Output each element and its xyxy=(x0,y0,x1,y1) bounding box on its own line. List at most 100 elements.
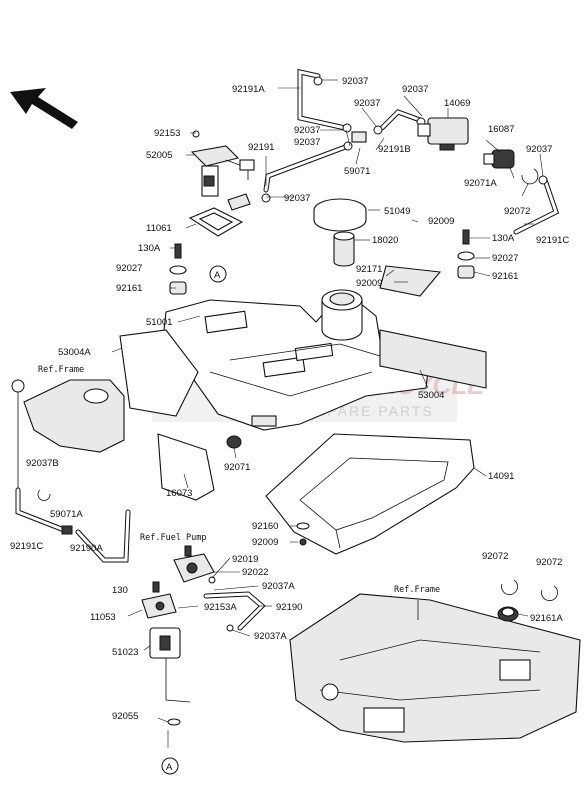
bushing-92161A xyxy=(497,606,519,622)
callout-92071: 92071 xyxy=(224,462,250,473)
callout-130A-right: 130A xyxy=(492,233,515,244)
callout-92191C-upper: 92191C xyxy=(536,235,569,246)
watermark-subtitle: SPARE PARTS xyxy=(316,403,434,419)
fuel-cock-51023 xyxy=(149,627,191,703)
vent-hose-92191C xyxy=(513,177,560,235)
callout-11061: 11061 xyxy=(146,223,172,234)
pad-53004 xyxy=(379,329,487,389)
callout-92037-b: 92037 xyxy=(294,125,320,136)
callout-92055: 92055 xyxy=(112,711,138,722)
marker-a-bottom-label: A xyxy=(166,762,173,773)
cover-16073 xyxy=(157,433,215,501)
mount-right xyxy=(457,229,475,279)
callout-92072-right: 92072 xyxy=(536,557,562,568)
callout-18020: 18020 xyxy=(372,235,398,246)
callout-92037A-upper: 92037A xyxy=(262,581,295,592)
filler-strainer-18020 xyxy=(333,231,355,267)
bracket-11053 xyxy=(141,593,177,619)
callout-92037-c: 92037 xyxy=(354,98,380,109)
callout-92009-b: 92009 xyxy=(356,278,382,289)
callout-92161-left: 92161 xyxy=(116,283,142,294)
callout-92019: 92019 xyxy=(232,554,258,565)
callout-92037-e: 92037 xyxy=(402,84,428,95)
clip-92019 xyxy=(208,576,216,584)
clip-92037A-lower xyxy=(226,624,234,632)
callout-92191C-lower: 92191C xyxy=(10,541,43,552)
vent-hose-92191B xyxy=(379,109,423,131)
callout-92190: 92190 xyxy=(276,602,302,613)
fuel-pump-52005 xyxy=(190,145,255,211)
callout-59071: 59071 xyxy=(344,166,370,177)
bracket-92171 xyxy=(379,265,442,297)
callout-92153A: 92153A xyxy=(204,602,237,613)
callout-92037-g: 92037 xyxy=(526,144,552,155)
hose-92191C-lower xyxy=(15,487,67,533)
callout-92161A: 92161A xyxy=(530,613,563,624)
callout-92037-a: 92037 xyxy=(342,76,368,87)
bolt-92153 xyxy=(192,130,200,138)
callout-51001: 51001 xyxy=(146,317,172,328)
front-direction-arrow-icon xyxy=(10,88,78,129)
tray-14091 xyxy=(265,433,475,555)
callout-92190A: 92190A xyxy=(70,543,103,554)
callout-92027-right: 92027 xyxy=(492,253,518,264)
callout-92072-mid: 92072 xyxy=(482,551,508,562)
clip-92037B xyxy=(37,489,51,501)
ref-fuel-pump: Ref.Fuel Pump xyxy=(140,533,207,543)
joint-59071 xyxy=(351,131,367,143)
callout-92037-d: 92037 xyxy=(294,137,320,148)
callout-92009-c: 92009 xyxy=(252,537,278,548)
filler-neck xyxy=(321,289,363,341)
callout-92072-upper: 92072 xyxy=(504,206,530,217)
leader-lines xyxy=(111,79,544,748)
reference-labels: Ref.Frame Ref.Fuel Pump Ref.Frame xyxy=(38,365,440,595)
grommet-92071 xyxy=(226,435,242,449)
callout-130A-left: 130A xyxy=(138,243,161,254)
valve-14069 xyxy=(417,117,469,151)
frame-right xyxy=(289,593,581,743)
fuel-tank-51001 xyxy=(163,299,431,431)
callout-92027-left: 92027 xyxy=(116,263,142,274)
callout-51049: 51049 xyxy=(384,206,410,217)
gasket-11061 xyxy=(188,207,244,237)
callout-92191A: 92191A xyxy=(232,84,265,95)
vent-hose-92191 xyxy=(263,143,351,193)
marker-a-top: A xyxy=(209,265,227,283)
washer-92055 xyxy=(167,718,181,726)
hose-92190 xyxy=(203,591,266,631)
callout-92037A-lower: 92037A xyxy=(254,631,287,642)
callout-52005: 52005 xyxy=(146,150,172,161)
callout-92171: 92171 xyxy=(356,264,382,275)
joint-59071A xyxy=(61,525,73,535)
callout-92160: 92160 xyxy=(252,521,278,532)
callout-11053: 11053 xyxy=(90,612,116,623)
callout-labels: 92191A 92037 92037 92037 14069 92153 920… xyxy=(10,76,569,722)
filter-16087 xyxy=(483,149,515,169)
callout-59071A: 59071A xyxy=(50,509,83,520)
mount-left xyxy=(169,243,187,295)
callout-53004A: 53004A xyxy=(58,347,91,358)
callout-51023: 51023 xyxy=(112,647,138,658)
callout-92071A: 92071A xyxy=(464,178,497,189)
callout-92022: 92022 xyxy=(242,567,268,578)
callout-92037B: 92037B xyxy=(26,458,59,469)
callout-16073: 16073 xyxy=(166,488,192,499)
ref-frame-top: Ref.Frame xyxy=(38,365,84,375)
marker-a-bottom: A xyxy=(161,757,179,775)
hose-92190A xyxy=(75,509,131,563)
vent-hose-92191A xyxy=(297,68,348,131)
callout-14091: 14091 xyxy=(488,471,514,482)
callout-92191B: 92191B xyxy=(378,144,411,155)
marker-a-top-label: A xyxy=(214,270,221,281)
callout-53004: 53004 xyxy=(418,390,444,401)
callout-92161-right: 92161 xyxy=(492,271,518,282)
cover-53004A xyxy=(119,329,199,417)
filler-cap-51049 xyxy=(313,198,367,232)
callout-92191: 92191 xyxy=(248,142,274,153)
callout-16087: 16087 xyxy=(488,124,514,135)
clip-92072-upper xyxy=(521,168,539,185)
frame-left xyxy=(11,379,125,488)
callout-92153: 92153 xyxy=(154,128,180,139)
